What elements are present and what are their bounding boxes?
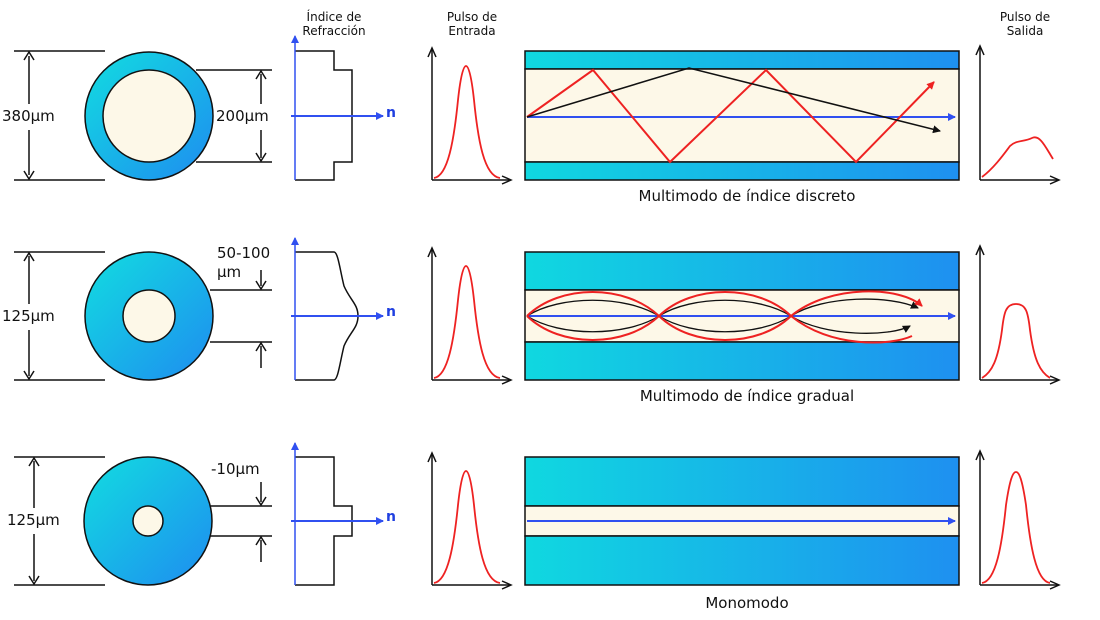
- outer-dimension-line: [14, 456, 105, 586]
- output-pulse-curve: [981, 303, 1051, 379]
- fiber-caption: Monomodo: [705, 594, 789, 612]
- core-dimension-label: 200μm: [216, 107, 269, 125]
- cladding-bottom-bar: [524, 341, 960, 381]
- output-pulse-axes: [975, 44, 1061, 185]
- row-graded-index: [14, 237, 1061, 385]
- row-single-mode: [14, 442, 1061, 590]
- header-input-pulse: Pulso de Entrada: [446, 10, 498, 38]
- cladding-top-bar: [524, 50, 960, 70]
- cladding-top-bar: [524, 251, 960, 291]
- input-pulse-axes: [427, 246, 513, 385]
- output-pulse-axes: [975, 244, 1061, 385]
- cladding-bottom-bar: [524, 535, 960, 586]
- n-axis-label: n: [386, 509, 396, 525]
- input-pulse-axes: [427, 451, 513, 590]
- graded-ray-paths: [526, 290, 923, 344]
- row-step-index: [14, 35, 1061, 185]
- ray-zigzag-red: [526, 68, 935, 164]
- core-circle: [122, 289, 176, 343]
- core-dimension-line: [210, 270, 272, 368]
- input-pulse-curve: [433, 65, 501, 179]
- ray-black: [526, 67, 941, 134]
- outer-dimension-label: 380μm: [2, 107, 55, 125]
- outer-dimension-line: [14, 251, 105, 381]
- output-pulse-curve: [981, 471, 1051, 584]
- cladding-bottom-bar: [524, 161, 960, 181]
- fiber-caption: Multimodo de índice discreto: [638, 187, 856, 205]
- cladding-top-bar: [524, 456, 960, 507]
- fiber-caption: Multimodo de índice gradual: [639, 387, 855, 405]
- core-circle: [102, 69, 196, 163]
- input-pulse-curve: [433, 470, 501, 584]
- core-circle: [132, 505, 164, 537]
- output-pulse-axes: [975, 449, 1061, 590]
- n-axis-label: n: [386, 304, 396, 320]
- outer-dimension-label: 125μm: [2, 307, 55, 325]
- core-dimension-line: [196, 69, 272, 163]
- header-refractive-index: Índice de Refracción: [302, 10, 366, 38]
- input-pulse-curve: [433, 265, 501, 379]
- core-bar: [524, 68, 960, 163]
- core-dimension-line: [210, 482, 272, 562]
- output-pulse-curve: [981, 136, 1054, 178]
- input-pulse-axes: [427, 46, 513, 185]
- core-dimension-label: -10μm: [211, 460, 260, 478]
- core-dimension-label: 50-100 μm: [217, 244, 271, 281]
- outer-dimension-line: [14, 50, 105, 181]
- header-output-pulse: Pulso de Salida: [999, 10, 1051, 38]
- n-axis-label: n: [386, 105, 396, 121]
- outer-dimension-label: 125μm: [7, 511, 60, 529]
